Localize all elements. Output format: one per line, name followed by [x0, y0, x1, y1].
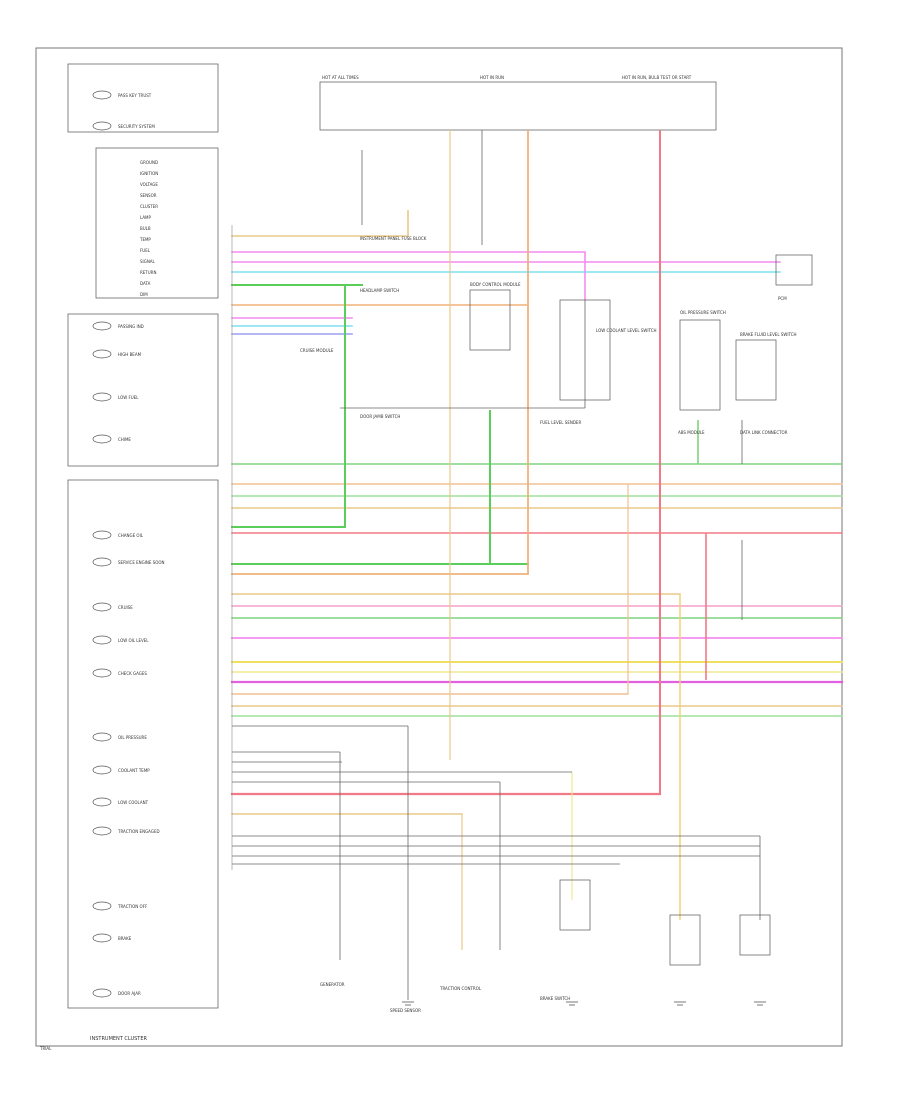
indicator-label: SERVICE ENGINE SOON	[118, 560, 165, 565]
indicator-label: LOW FUEL	[118, 395, 139, 400]
component-label: TRACTION CONTROL	[439, 986, 482, 991]
indicator-label: HIGH BEAM	[118, 352, 142, 357]
indicator-label: DOOR AJAR	[118, 991, 141, 996]
component-label: PCM	[778, 296, 787, 301]
row-label: VOLTAGE	[140, 182, 158, 187]
component-box	[669, 914, 701, 966]
bulb-icon	[92, 765, 112, 775]
bulb-icon	[92, 121, 112, 131]
bulb-icon	[92, 392, 112, 402]
component-box	[559, 879, 591, 931]
bulb-icon	[92, 988, 112, 998]
row-label: GROUND	[140, 160, 158, 165]
row-label: DIM	[140, 292, 148, 297]
row-label: SIGNAL	[140, 259, 156, 264]
component-box	[559, 299, 611, 401]
row-label: FUEL	[140, 248, 151, 253]
indicator-label: CHANGE OIL	[118, 533, 144, 538]
bulb-icon	[92, 530, 112, 540]
wire-group-neutral	[232, 130, 761, 1000]
bulb-icon	[92, 321, 112, 331]
indicator-label: PASSING IND	[118, 324, 144, 329]
component-label: DATA LINK CONNECTOR	[740, 430, 788, 435]
indicator-group-top: PASS KEY TRUST SECURITY SYSTEM	[92, 90, 155, 131]
component-label: HEADLAMP SWITCH	[360, 288, 399, 293]
component-label: LOW COOLANT LEVEL SWITCH	[596, 328, 657, 333]
bulb-icon	[92, 635, 112, 645]
component-label: BRAKE FLUID LEVEL SWITCH	[740, 332, 797, 337]
row-label: LAMP	[140, 215, 152, 220]
indicator-label: TRACTION ENGAGED	[117, 829, 160, 834]
ground-symbols	[402, 1001, 766, 1006]
fuse-top-label-3: HOT IN RUN, BULB TEST OR START	[622, 75, 692, 80]
component-label: CRUISE MODULE	[300, 348, 334, 353]
bulb-icon	[92, 90, 112, 100]
bulb-icon	[92, 732, 112, 742]
wire-group-colored	[230, 235, 844, 815]
row-label: BULB	[140, 226, 151, 231]
diagram-border	[35, 47, 843, 1047]
row-label: SENSOR	[140, 193, 157, 198]
footer-left: TRIAL	[39, 1046, 52, 1051]
indicator-label: BRAKE	[118, 936, 132, 941]
indicator-label: PASS KEY TRUST	[118, 93, 152, 98]
component-labels: INSTRUMENT PANEL FUSE BLOCK BODY CONTROL…	[300, 236, 797, 1013]
indicator-label: COOLANT TEMP	[118, 768, 150, 773]
cluster-box-bottom	[67, 479, 219, 1009]
component-box	[739, 914, 771, 956]
component-label: INSTRUMENT PANEL FUSE BLOCK	[360, 236, 427, 241]
bulb-icon	[92, 668, 112, 678]
row-label: CLUSTER	[140, 204, 158, 209]
row-label: IGNITION	[140, 171, 158, 176]
row-label: TEMP	[139, 237, 151, 242]
component-group	[469, 254, 813, 966]
indicator-label: LOW OIL LEVEL	[118, 638, 149, 643]
bulb-icon	[92, 434, 112, 444]
indicator-group-mid: PASSING IND HIGH BEAM LOW FUEL CHIME	[92, 321, 144, 444]
row-label: DATA	[140, 281, 151, 286]
fuse-block-box	[319, 81, 717, 131]
indicator-group-bottom: CHANGE OIL SERVICE ENGINE SOON CRUISE LO…	[92, 530, 165, 998]
component-box	[679, 319, 721, 411]
component-label: OIL PRESSURE SWITCH	[680, 310, 726, 315]
indicator-label: CHECK GAGES	[118, 671, 147, 676]
bulb-icon	[92, 797, 112, 807]
bulb-icon	[92, 602, 112, 612]
bulb-icon	[92, 901, 112, 911]
indicator-label: CRUISE	[118, 605, 133, 610]
indicator-label: LOW COOLANT	[118, 800, 149, 805]
fuse-top-label-2: HOT IN RUN	[480, 75, 504, 80]
component-box	[735, 339, 777, 401]
cluster-caption: INSTRUMENT CLUSTER	[90, 1036, 148, 1042]
component-label: ABS MODULE	[678, 430, 705, 435]
bulb-icon	[92, 933, 112, 943]
bulb-icon	[92, 557, 112, 567]
component-label: FUEL LEVEL SENDER	[540, 420, 581, 425]
component-label: SPEED SENSOR	[390, 1008, 421, 1013]
component-box	[469, 289, 511, 351]
component-label: DOOR JAMB SWITCH	[360, 414, 400, 419]
indicator-label: TRACTION OFF	[117, 904, 148, 909]
fuse-top-label-1: HOT AT ALL TIMES	[322, 75, 359, 80]
component-label: BRAKE SWITCH	[540, 996, 570, 1001]
bulb-icon	[92, 349, 112, 359]
indicator-label: CHIME	[118, 437, 131, 442]
row-label: RETURN	[140, 270, 156, 275]
indicator-label: SECURITY SYSTEM	[118, 124, 155, 129]
component-label: GENERATOR	[320, 982, 345, 987]
wire-group-vertical	[344, 130, 707, 950]
component-box	[775, 254, 813, 286]
cluster-box-mid	[67, 313, 219, 467]
component-label: BODY CONTROL MODULE	[470, 282, 521, 287]
cluster-box-text	[95, 147, 219, 299]
cluster-text-rows: GROUND IGNITION VOLTAGE SENSOR CLUSTER L…	[139, 160, 158, 297]
indicator-label: OIL PRESSURE	[118, 735, 147, 740]
bulb-icon	[92, 826, 112, 836]
cluster-box-top	[67, 63, 219, 133]
